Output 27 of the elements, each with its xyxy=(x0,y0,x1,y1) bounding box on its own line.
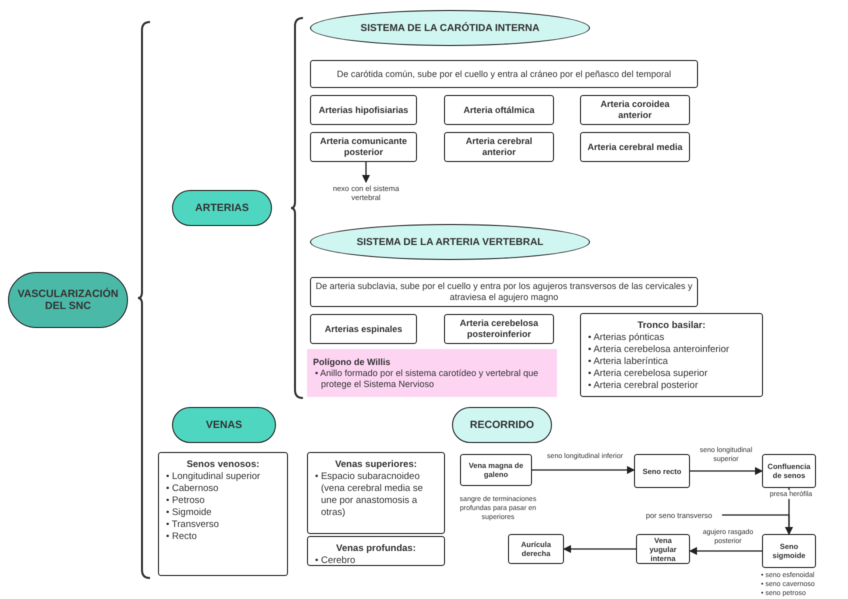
artery-box: Arteria cerebral anterior xyxy=(444,132,554,162)
arrow xyxy=(690,467,763,475)
artery-box: Arterias espinales xyxy=(310,314,417,344)
arrow xyxy=(563,545,636,553)
artery-box: Arteria coroidea anterior xyxy=(580,95,690,125)
arrow xyxy=(532,466,635,474)
artery-box: Arteria comunicante posterior xyxy=(310,132,417,162)
arrow xyxy=(722,514,793,535)
artery-box: Arteria cerebelosa posteroinferior xyxy=(444,314,554,344)
topic-pill: RECORRIDO xyxy=(452,407,552,443)
text-box: De carótida común, sube por el cuello y entra al cráneo por el peñasco del temporal xyxy=(310,60,698,88)
heading-ellipse: SISTEMA DE LA CARÓTIDA INTERNA xyxy=(310,10,590,46)
list-box: Venas superiores: • Espacio subaracnoideo (vena cerebral media se une por anastomosis a otras) xyxy=(307,452,445,534)
topic-pill: ARTERIAS xyxy=(172,190,272,226)
artery-box: Arteria cerebral media xyxy=(580,132,690,162)
heading-ellipse: SISTEMA DE LA ARTERIA VERTEBRAL xyxy=(310,224,590,260)
topic-pill: VENAS xyxy=(172,407,276,443)
arrow xyxy=(362,162,370,183)
list-box: Senos venosos: • Longitudinal superior • Cabernoso • Petroso • Sigmoide • Transverso • Recto xyxy=(158,452,288,576)
arrow xyxy=(689,547,762,555)
list-box: Venas profundas: • Cerebro xyxy=(307,536,445,566)
artery-box: Arteria oftálmica xyxy=(444,95,554,125)
note-panel: Polígono de Willis • Anillo formado por el sistema carotídeo y vertebral que protege el Sistema Nervioso xyxy=(307,349,557,397)
text-box: De arteria subclavia, sube por el cuello y entra por los agujeros transversos de las cervicales y atraviesa el agujero magno xyxy=(310,277,698,307)
artery-box: Arterias hipofisiarias xyxy=(310,95,417,125)
topic-pill: VASCULARIZACIÓN DEL SNC xyxy=(8,272,128,328)
list-box: Tronco basilar: • Arterias pónticas • Arteria cerebelosa anteroinferior • Arteria laberíntica • Arteria cerebelosa superior • Arteria cerebral posterior xyxy=(580,313,763,397)
